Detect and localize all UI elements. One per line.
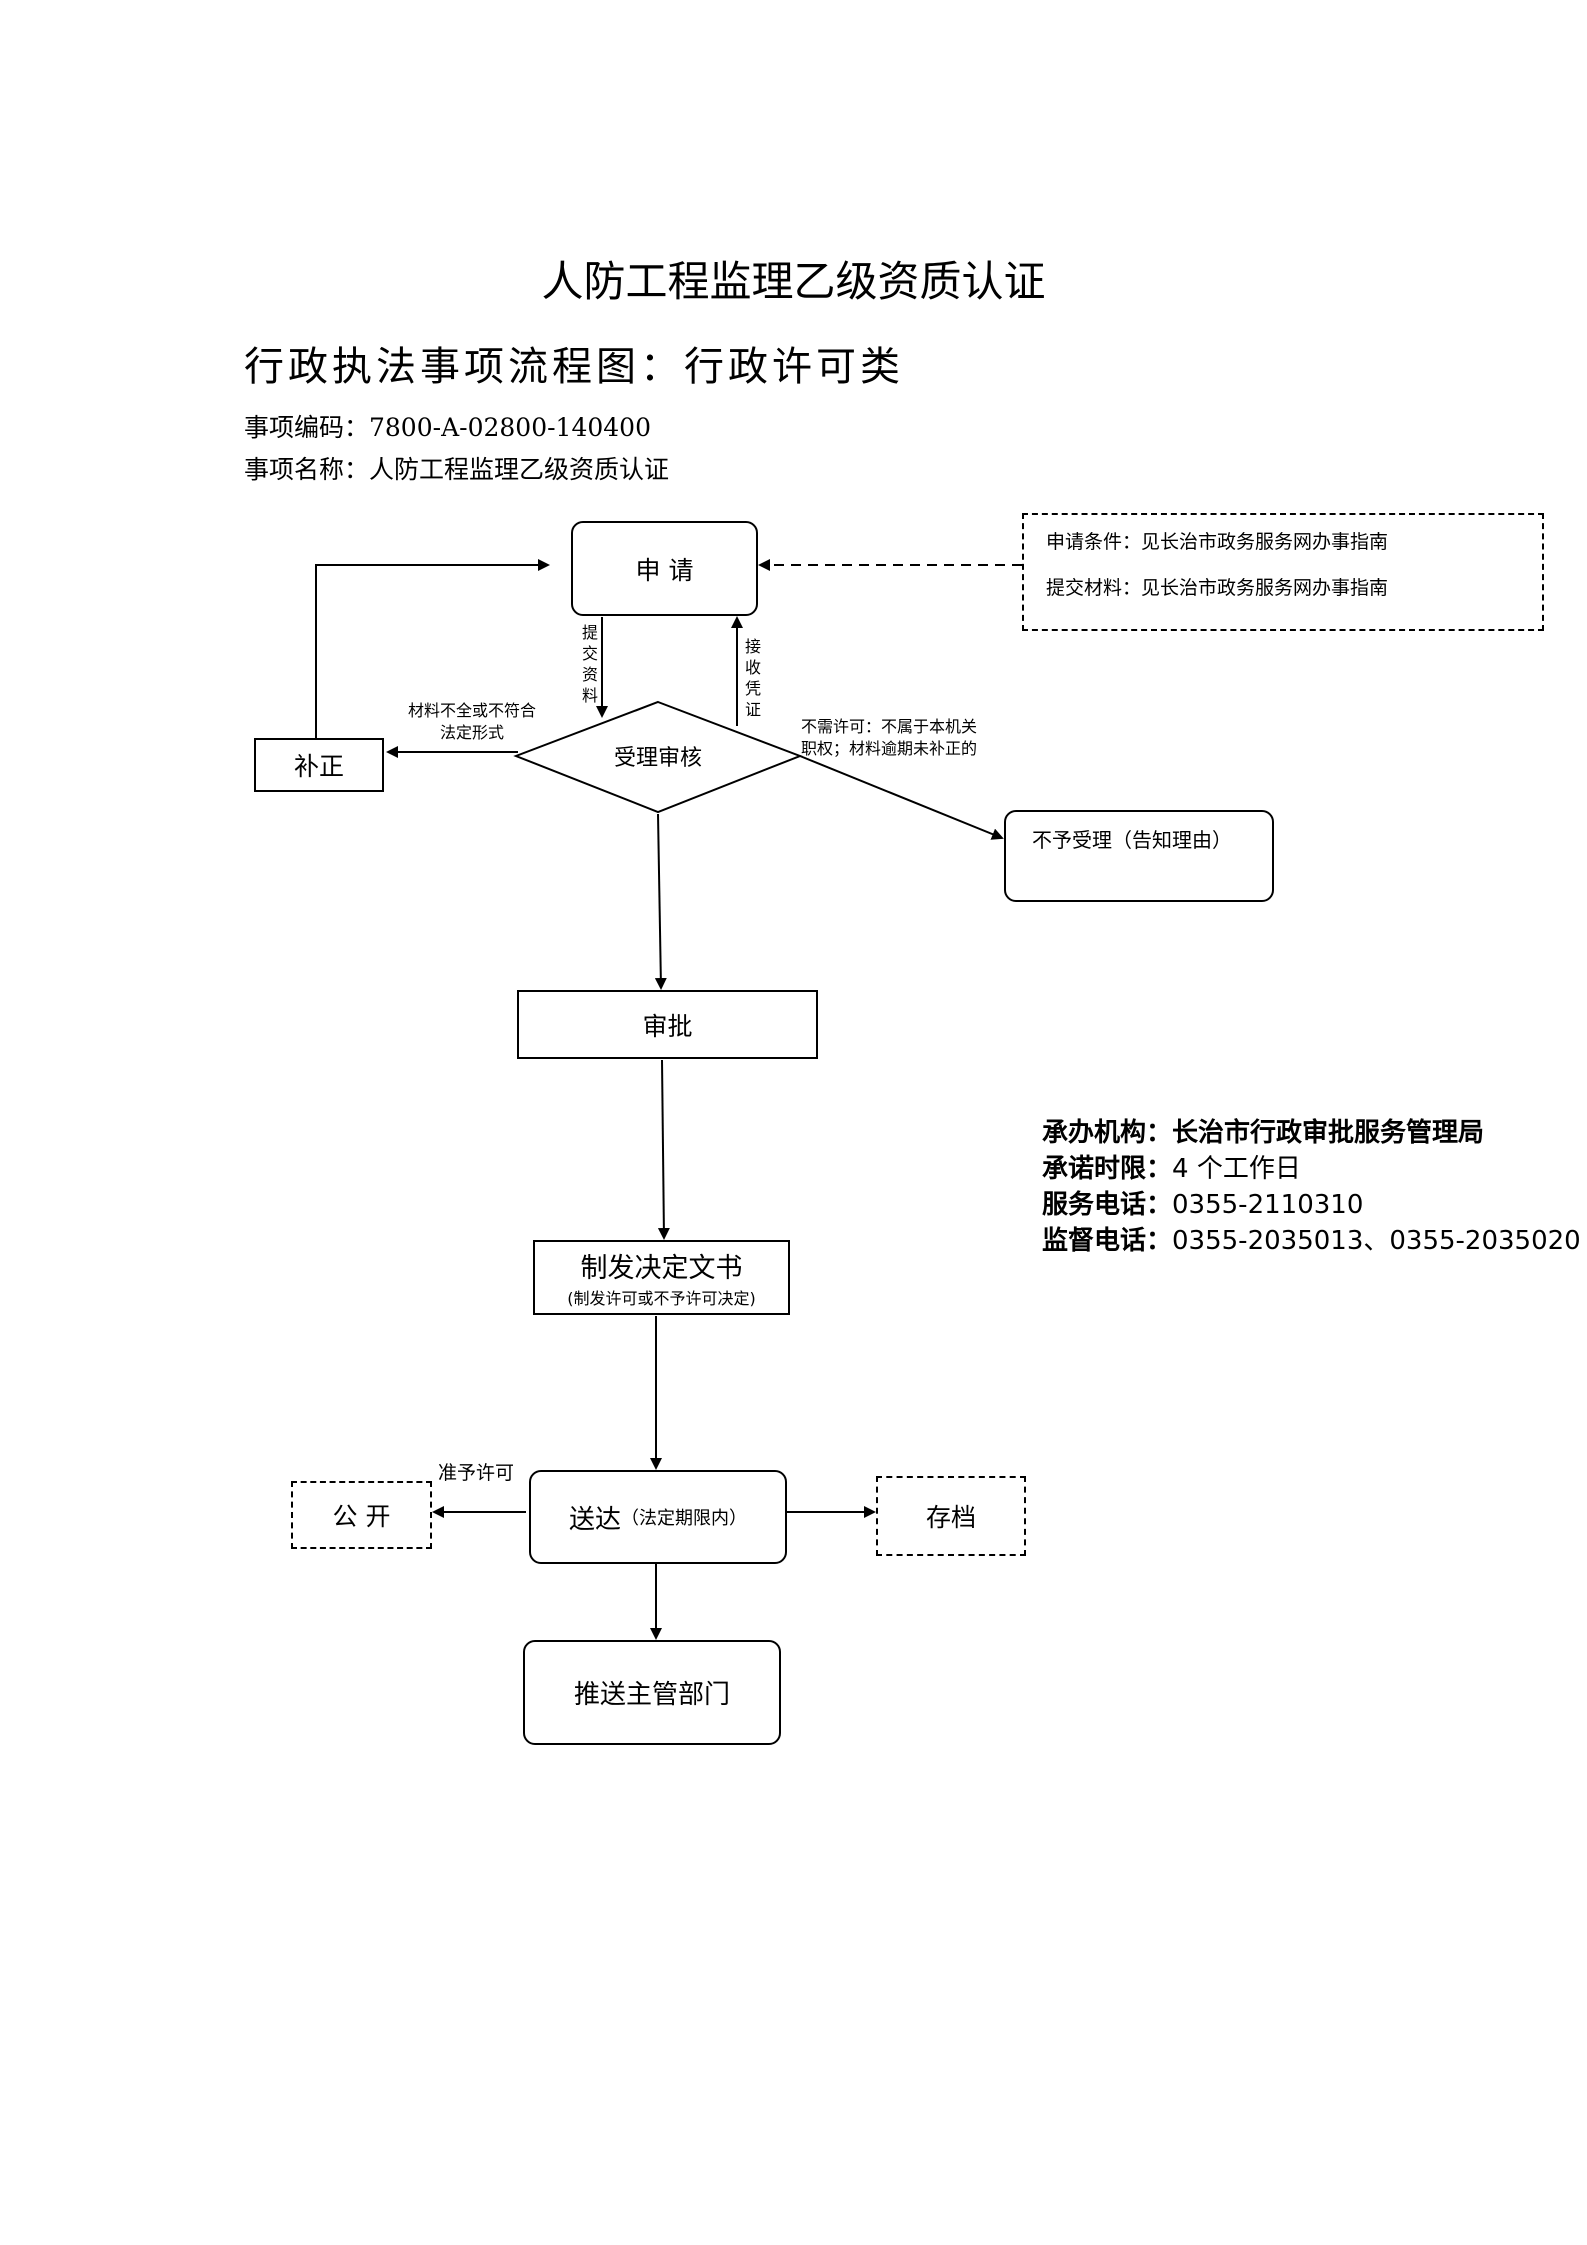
deliver-sublabel: （法定期限内） bbox=[621, 1508, 747, 1529]
grant-label: 准予许可 bbox=[438, 1462, 515, 1484]
review-diamond bbox=[513, 700, 803, 814]
item-code: 事项编码：7800-A-02800-140400 bbox=[244, 413, 651, 442]
correction-label: 补正 bbox=[293, 752, 344, 781]
to-decision-arrow bbox=[657, 1059, 670, 1240]
decision-label: 制发决定文书 bbox=[580, 1253, 743, 1284]
publish-step: 公 开 bbox=[291, 1481, 432, 1549]
decision-sublabel: (制发许可或不予许可决定) bbox=[567, 1289, 756, 1308]
receipt-label: 接收凭证 bbox=[744, 637, 761, 719]
info-supervise-phone: 监督电话：0355-2035013、0355-2035020 bbox=[1042, 1226, 1581, 1256]
apply-label: 申 请 bbox=[635, 555, 694, 585]
archive-step: 存档 bbox=[876, 1476, 1026, 1556]
approve-label: 审批 bbox=[642, 1011, 693, 1041]
push-step: 推送主管部门 bbox=[523, 1640, 781, 1745]
conditions-line-1: 申请条件：见长治市政务服务网办事指南 bbox=[1046, 531, 1389, 553]
conditions-box: 申请条件：见长治市政务服务网办事指南 提交材料：见长治市政务服务网办事指南 bbox=[1022, 513, 1544, 631]
approve-step: 审批 bbox=[517, 990, 818, 1059]
reject-label: 不予受理（告知理由） bbox=[1032, 828, 1232, 852]
info-limit: 承诺时限：4 个工作日 bbox=[1042, 1154, 1301, 1184]
page-subtitle: 行政执法事项流程图：行政许可类 bbox=[244, 344, 904, 390]
reject-reason: 不需许可：不属于本机关 职权；材料逾期未补正的 bbox=[801, 717, 978, 758]
item-name: 事项名称：人防工程监理乙级资质认证 bbox=[244, 455, 670, 484]
info-service-phone: 服务电话：0355-2110310 bbox=[1042, 1190, 1364, 1220]
reject-step: 不予受理（告知理由） bbox=[1004, 810, 1274, 902]
page-title: 人防工程监理乙级资质认证 bbox=[541, 257, 1046, 306]
to-approve-arrow bbox=[654, 813, 667, 990]
to-reject-arrow bbox=[799, 755, 1004, 840]
submit-label: 提交资料 bbox=[581, 623, 598, 705]
correction-reason: 材料不全或不符合 法定形式 bbox=[407, 701, 536, 742]
publish-label: 公 开 bbox=[332, 1502, 391, 1531]
push-label: 推送主管部门 bbox=[573, 1680, 730, 1710]
review-label: 受理审核 bbox=[613, 746, 702, 771]
deliver-label: 送达 bbox=[568, 1504, 621, 1535]
decision-step: 制发决定文书 (制发许可或不予许可决定) bbox=[533, 1240, 790, 1315]
apply-step: 申 请 bbox=[571, 521, 758, 616]
correction-step: 补正 bbox=[254, 738, 384, 792]
conditions-line-2: 提交材料：见长治市政务服务网办事指南 bbox=[1046, 577, 1389, 599]
deliver-step: 送达 （法定期限内） bbox=[529, 1470, 787, 1564]
correction-loop-arrow bbox=[315, 559, 550, 738]
archive-label: 存档 bbox=[925, 1503, 976, 1532]
info-org: 承办机构：长治市行政审批服务管理局 bbox=[1042, 1118, 1485, 1148]
